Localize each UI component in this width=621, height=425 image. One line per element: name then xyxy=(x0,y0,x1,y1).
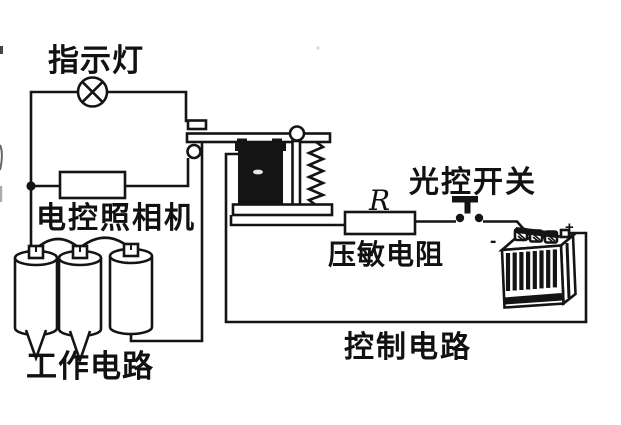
label-control-circuit: 控制电路 xyxy=(344,331,472,364)
coil-top-nub-left xyxy=(237,138,247,146)
battery-plates xyxy=(505,249,558,291)
relay-pivot xyxy=(288,125,306,142)
cell-2-tip xyxy=(68,330,92,364)
terminal-connector-2 xyxy=(531,229,557,238)
relay-armature-bar xyxy=(185,132,332,144)
cell-1 xyxy=(13,244,59,362)
label-light-switch: 光控开关 xyxy=(409,166,537,199)
cell-1-tip xyxy=(24,329,48,362)
camera-resistor-box xyxy=(58,170,127,200)
battery-side-shade xyxy=(565,242,571,299)
battery-plus-sign: + xyxy=(565,219,574,236)
battery-terminals xyxy=(513,227,571,244)
label-resistor-R: R xyxy=(368,184,390,217)
switch-contact-right xyxy=(474,213,484,223)
varistor-box xyxy=(343,210,417,236)
plus-terminal-post xyxy=(559,228,571,239)
camera-to-contact-wire xyxy=(125,158,190,188)
electromagnet-coil xyxy=(238,149,283,206)
relay-base-plate xyxy=(231,203,334,217)
lower-contact-point xyxy=(186,143,202,160)
coil-highlight xyxy=(253,169,263,175)
relay-post xyxy=(291,139,302,207)
battery-minus-sign: - xyxy=(490,231,496,252)
working-cells xyxy=(13,236,154,364)
relay-electromagnet xyxy=(231,138,334,217)
push-button-switch xyxy=(452,196,484,223)
battery-bottom-band xyxy=(504,293,563,305)
label-indicator-lamp: 指示灯 xyxy=(48,43,144,78)
label-varistor: 压敏电阻 xyxy=(328,239,444,270)
cell-2 xyxy=(57,244,103,364)
label-working-circuit: 工作电路 xyxy=(26,349,154,384)
button-stem xyxy=(464,202,471,214)
switch-contact-left xyxy=(455,213,465,223)
cell-3 xyxy=(108,242,154,336)
coil-top-nub-right xyxy=(272,138,282,146)
relay-contact-set xyxy=(185,119,332,160)
upper-contact-pad xyxy=(186,119,208,131)
indicator-lamp-symbol xyxy=(76,76,109,108)
button-cap xyxy=(452,196,478,203)
storage-battery: - + xyxy=(490,219,577,309)
relay-spring xyxy=(305,140,327,207)
coil-cap xyxy=(235,143,286,151)
cell-connector-arc-2 xyxy=(80,236,131,250)
scan-artifacts xyxy=(0,46,320,202)
label-camera: 电控照相机 xyxy=(36,202,196,235)
junction-dot xyxy=(26,181,36,191)
